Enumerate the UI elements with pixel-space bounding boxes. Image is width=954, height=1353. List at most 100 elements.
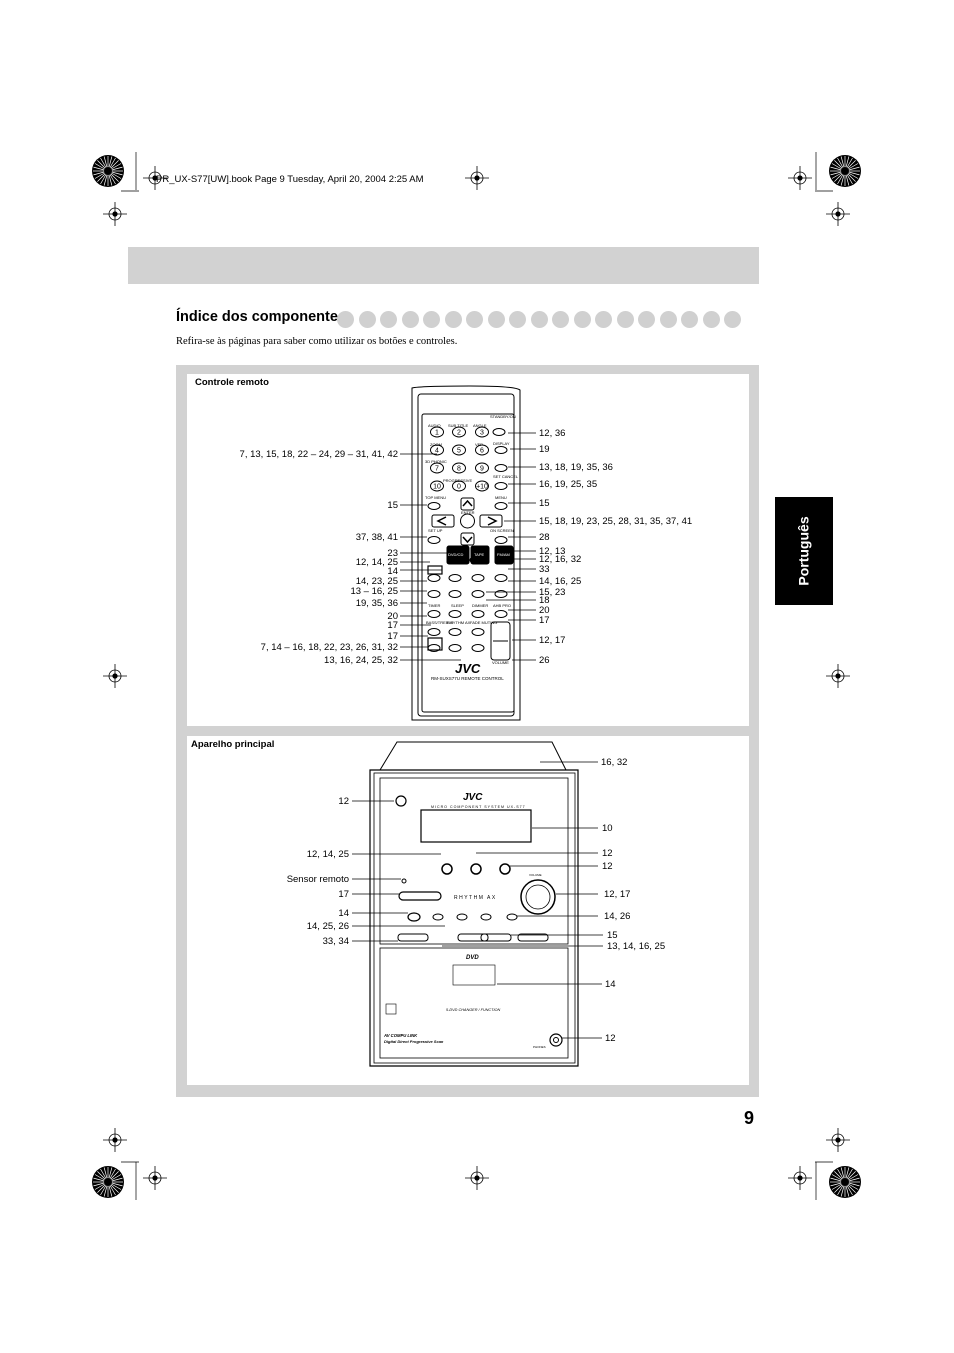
remote-btn-fmam: FM/AM: [497, 552, 510, 557]
title-dot: [380, 311, 397, 328]
color-wheel-mark: [829, 1166, 861, 1198]
remote-label-left: 14, 23, 25: [355, 576, 398, 587]
unit-label-right: 12: [605, 1033, 616, 1044]
title-dot: [681, 311, 698, 328]
crosshair-mark: [103, 202, 127, 226]
remote-button: [448, 610, 462, 618]
crosshair-mark: [826, 1128, 850, 1152]
header-band: [128, 247, 759, 284]
remote-button: [494, 502, 508, 510]
remote-btn-tape: TAPE: [474, 552, 484, 557]
remote-key: [452, 462, 466, 474]
remote-btn-dvdcd: DVD/CD: [448, 552, 463, 557]
crosshair-mark: [465, 166, 489, 190]
title-dot: [337, 311, 354, 328]
remote-lbl-onscreen: ON SCREEN: [490, 528, 514, 533]
title-dot: [487, 311, 505, 328]
remote-key-digit: 1: [435, 430, 439, 437]
remote-label-right: 33: [539, 564, 550, 575]
title-dot: [401, 311, 419, 328]
remote-label-right: 13, 18, 19, 35, 36: [539, 462, 613, 473]
book-header-line: PR_UX-S77[UW].book Page 9 Tuesday, April…: [156, 174, 424, 185]
remote-label-left: 23: [387, 548, 398, 559]
remote-button: [494, 574, 508, 582]
remote-key-digit: 4: [435, 448, 439, 455]
remote-button: [427, 502, 441, 510]
title-dot: [659, 311, 677, 328]
remote-key: [452, 480, 466, 492]
remote-button: [427, 590, 441, 598]
remote-label-right: 28: [539, 532, 550, 543]
remote-label-left: 12, 14, 25: [355, 557, 398, 568]
remote-key-digit: 0: [457, 484, 461, 491]
remote-standby-label: STANDBY/ON: [490, 414, 516, 419]
title-dot: [552, 311, 569, 328]
unit-phones-text: PHONES: [533, 1045, 546, 1049]
remote-key: [475, 444, 489, 456]
remote-lbl-bass: BASS/TREBLE: [426, 620, 454, 625]
remote-lbl-display: DISPLAY: [493, 441, 510, 446]
remote-label-right: 12, 17: [539, 635, 566, 646]
title-dot: [638, 311, 655, 328]
remote-key: [430, 426, 444, 438]
remote-lbl-setup: SET UP: [428, 528, 443, 533]
remote-label-left: 14: [387, 566, 398, 577]
remote-key-digit: 2: [457, 430, 461, 437]
remote-lbl-menu: MENU: [495, 495, 507, 500]
remote-button: [494, 536, 508, 544]
unit-label-left: 12: [338, 796, 349, 807]
unit-label-right: 14: [605, 979, 616, 990]
remote-button: [471, 610, 485, 618]
remote-lbl-subtitle: SUB TITLE: [448, 423, 468, 428]
remote-label-right: 26: [539, 655, 550, 666]
remote-label-left: 20: [387, 611, 398, 622]
unit-changer-text: 5-DVD CHANGER / FUNCTION: [446, 1008, 500, 1012]
remote-key-digit: 5: [457, 448, 461, 455]
remote-button: [494, 610, 508, 618]
unit-label-right: 16, 32: [601, 757, 628, 768]
unit-label-right: 15: [607, 930, 618, 941]
crosshair-mark: [826, 202, 850, 226]
remote-label-left: 7, 14 – 16, 18, 22, 23, 26, 31, 32: [260, 642, 398, 653]
remote-label-right: 20: [539, 605, 550, 616]
remote-button: [448, 590, 462, 598]
remote-button: [494, 446, 508, 454]
page-number: 9: [744, 1108, 755, 1128]
remote-key: [475, 462, 489, 474]
remote-button: [427, 610, 441, 618]
remote-lbl-3dphonic: 3D PHONIC: [425, 459, 447, 464]
remote-label-right: 19: [539, 444, 550, 455]
remote-label-left: 15: [387, 500, 398, 511]
remote-label-left: 19, 35, 36: [355, 598, 398, 609]
remote-lbl-enter: ENTER: [461, 510, 475, 515]
unit-label-right: 13, 14, 16, 25: [607, 941, 666, 952]
remote-lbl-ahbpro: AHB PRO: [493, 603, 511, 608]
language-tab: [775, 497, 833, 605]
remote-lbl-progressive: PROGRESSIVE: [443, 478, 472, 483]
remote-key-digit: 8: [457, 466, 461, 473]
remote-brand: JVC: [455, 661, 481, 676]
remote-key: [430, 480, 444, 492]
crosshair-mark: [788, 1166, 812, 1190]
remote-button: [448, 574, 462, 582]
remote-key: [430, 462, 444, 474]
title-dot: [702, 311, 720, 328]
title-dot: [466, 311, 483, 328]
section-subtitle: Refira-se às páginas para saber como uti…: [176, 336, 458, 347]
remote-label-right: 17: [539, 615, 550, 626]
unit-label-right: 12: [602, 861, 613, 872]
remote-label-left: 17: [387, 631, 398, 642]
remote-key: [430, 444, 444, 456]
remote-button: [471, 590, 485, 598]
unit-volume-text: VOLUME: [529, 873, 542, 877]
remote-lbl-volume: VOLUME: [492, 660, 509, 665]
title-dots-decoration: [337, 311, 759, 329]
remote-button: [448, 628, 462, 636]
remote-label-right: 16, 19, 25, 35: [539, 479, 598, 490]
title-dot: [724, 311, 741, 328]
title-dot: [358, 311, 376, 328]
unit-label-left: Sensor remoto: [286, 874, 349, 885]
remote-label-left: 13, 16, 24, 25, 32: [324, 655, 398, 666]
remote-label-right: 18: [539, 595, 550, 606]
unit-label-right: 10: [602, 823, 613, 834]
